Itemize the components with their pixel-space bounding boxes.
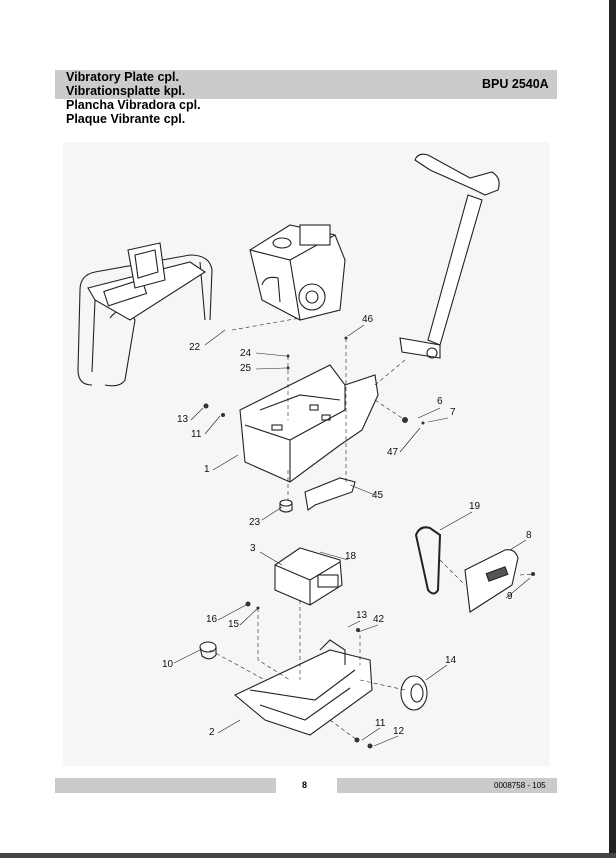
bracket <box>304 477 356 511</box>
wheel <box>400 675 428 711</box>
callout-label: 11 <box>375 718 386 729</box>
callout-label: 10 <box>162 659 174 670</box>
leader-lines <box>173 324 531 747</box>
callout-label: 25 <box>240 363 252 374</box>
rubber-buffer <box>279 499 293 513</box>
title-fr: Plaque Vibrante cpl. <box>66 112 186 126</box>
callout-label: 16 <box>206 614 218 625</box>
callout-label: 3 <box>250 543 256 554</box>
callout-label: 23 <box>249 517 261 528</box>
title-de: Vibrationsplatte kpl. <box>66 84 186 98</box>
rubber-mount <box>199 641 217 660</box>
callout-label: 11 <box>191 429 202 440</box>
title-es: Plancha Vibradora cpl. <box>66 98 201 112</box>
callout-label: 14 <box>445 655 457 666</box>
exploded-parts-diagram <box>63 142 550 766</box>
viewer-edge-right <box>609 0 616 858</box>
footer-bar-right <box>337 778 557 793</box>
callout-label: 42 <box>373 614 385 625</box>
callout-label: 19 <box>469 501 481 512</box>
exciter <box>274 547 343 606</box>
callout-label: 45 <box>372 490 384 501</box>
bottom-plate <box>233 639 373 736</box>
page-number: 8 <box>302 780 308 790</box>
fasteners <box>203 336 535 749</box>
callout-label: 15 <box>228 619 240 630</box>
model-number: BPU 2540A <box>482 77 549 91</box>
callout-label: 46 <box>362 314 374 325</box>
diagram-drawing <box>77 153 535 749</box>
upper-frame <box>239 364 379 483</box>
callout-label: 22 <box>189 342 201 353</box>
callout-label: 2 <box>209 727 215 738</box>
callout-label: 7 <box>450 407 456 418</box>
guard-frame <box>77 242 213 387</box>
title-en: Vibratory Plate cpl. <box>66 70 180 84</box>
header-band <box>55 70 557 99</box>
callout-label: 13 <box>177 414 189 425</box>
callout-label: 9 <box>507 591 513 602</box>
callout-label: 18 <box>345 551 357 562</box>
callout-label: 8 <box>526 530 532 541</box>
handle-bar <box>399 153 500 359</box>
callout-label: 47 <box>387 447 399 458</box>
callout-label: 24 <box>240 348 252 359</box>
callout-label: 12 <box>393 726 405 737</box>
viewer-edge-bottom <box>0 853 616 858</box>
assembly-lines <box>209 317 534 741</box>
belt-guard <box>464 549 519 613</box>
document-number: 0008758 - 105 <box>494 781 546 790</box>
engine <box>249 224 346 321</box>
callout-label: 13 <box>356 610 368 621</box>
footer-bar-left <box>55 778 276 793</box>
v-belt <box>414 526 442 595</box>
callout-label: 1 <box>204 464 210 475</box>
callout-label: 6 <box>437 396 443 407</box>
